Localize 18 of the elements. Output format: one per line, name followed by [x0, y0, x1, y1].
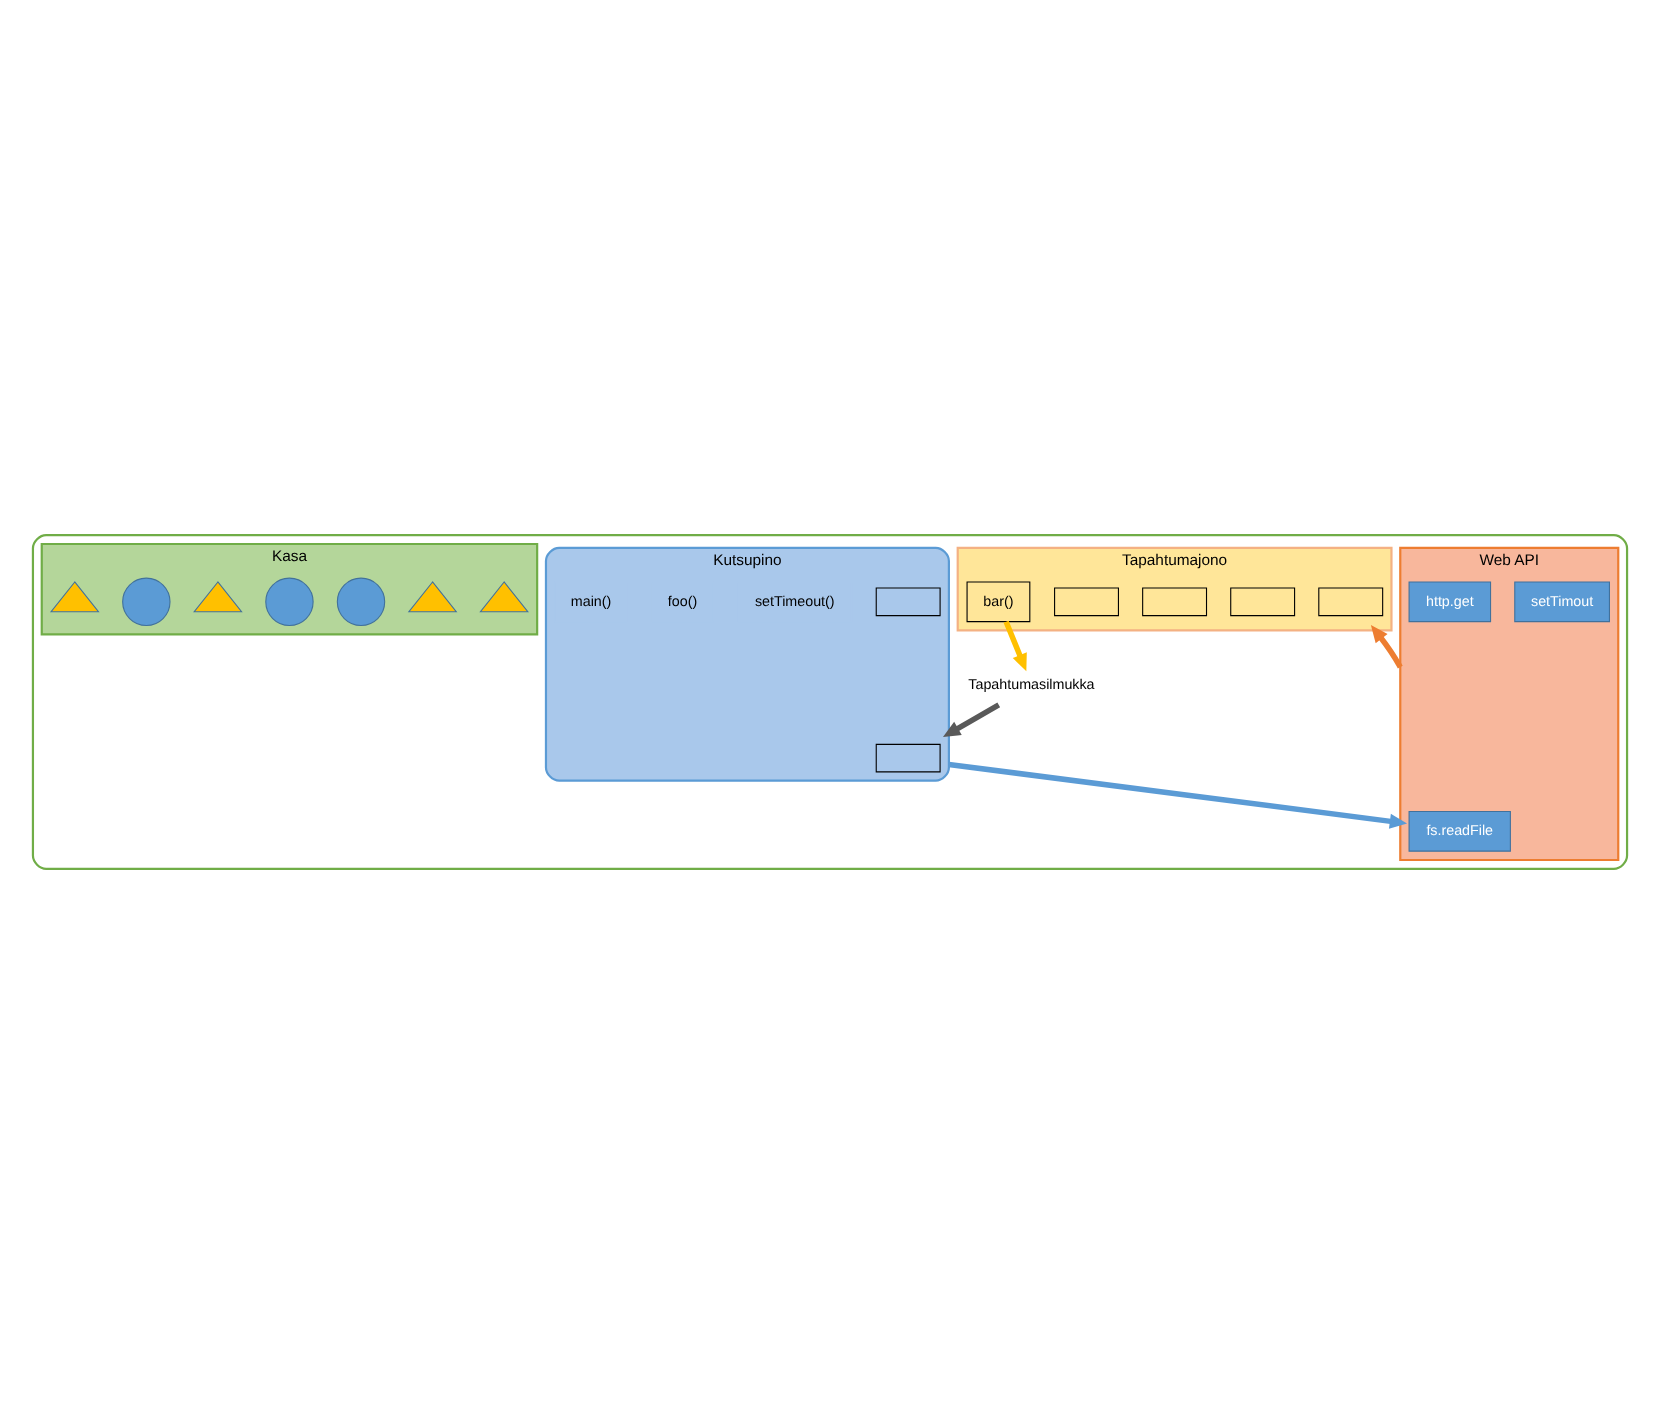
node-circle	[336, 577, 386, 627]
node-circle	[122, 577, 171, 627]
node-box	[875, 743, 941, 773]
node-box	[1142, 587, 1208, 617]
node-triangle	[407, 581, 458, 613]
node-box	[1054, 587, 1119, 617]
node-circle	[265, 577, 314, 627]
node-box	[1230, 587, 1296, 617]
arrow	[942, 702, 1001, 737]
node-triangle	[193, 581, 243, 613]
node-triangle	[479, 581, 529, 613]
arrow	[948, 761, 1408, 829]
arrow	[1370, 625, 1403, 669]
node-triangle	[49, 581, 100, 613]
cluster	[31, 534, 1629, 870]
node-box	[875, 587, 941, 617]
node-box	[1318, 587, 1384, 617]
arrow	[1003, 620, 1027, 672]
